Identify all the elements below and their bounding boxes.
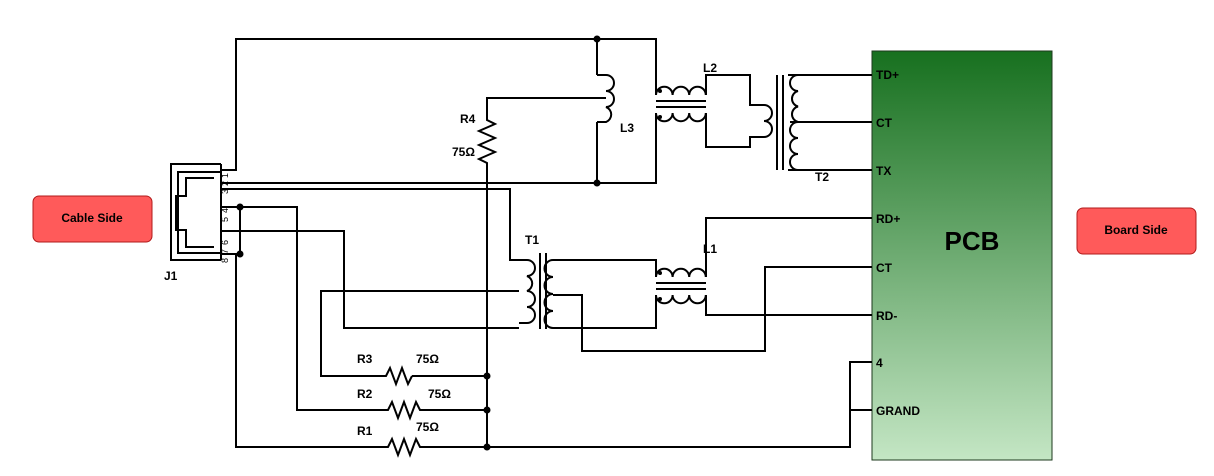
inductor-l3: L3 — [597, 74, 634, 135]
pcb-block: PCB TD+ CT TX RD+ CT RD- 4 GRAND — [871, 50, 1053, 461]
svg-text:4: 4 — [220, 208, 230, 213]
pcb-title: PCB — [945, 226, 1000, 256]
r3-label: R3 — [357, 352, 373, 366]
pcb-pin-rd-minus: RD- — [876, 309, 897, 323]
pcb-pin-rd-plus: RD+ — [876, 212, 900, 226]
pcb-pin-ct-rx: CT — [876, 261, 893, 275]
l1-label: L1 — [703, 242, 717, 256]
resistor-r1: R1 75Ω — [357, 420, 439, 458]
transformer-t1: T1 — [519, 233, 554, 329]
svg-text:1: 1 — [220, 173, 230, 178]
t2-label: T2 — [815, 170, 829, 184]
choke-l2: L2 — [655, 61, 717, 123]
r4-label: R4 — [460, 112, 476, 126]
j1-label: J1 — [164, 269, 178, 283]
svg-text:8: 8 — [220, 258, 230, 263]
svg-text:6: 6 — [220, 240, 230, 245]
r2-value: 75Ω — [428, 387, 451, 401]
r1-label: R1 — [357, 424, 373, 438]
wires — [221, 38, 872, 448]
junction-dots — [236, 35, 601, 451]
board-side-label: Board Side — [1104, 223, 1168, 237]
transformer-t2: T2 — [756, 74, 829, 184]
l2-label: L2 — [703, 61, 717, 75]
rj45-connector-j1: J1 1 2 3 4 5 6 7 8 — [164, 163, 230, 283]
resistor-r3: R3 75Ω — [357, 352, 439, 387]
pcb-pin-grand: GRAND — [876, 404, 920, 418]
svg-text:5: 5 — [220, 217, 230, 222]
pcb-pin-td-plus: TD+ — [876, 68, 899, 82]
cable-side-badge: Cable Side — [32, 195, 153, 243]
pcb-pin-tx: TX — [876, 164, 891, 178]
resistor-r2: R2 75Ω — [357, 387, 451, 421]
j1-pin-numbers: 1 2 3 4 5 6 7 8 — [220, 173, 230, 263]
cable-side-label: Cable Side — [61, 211, 123, 225]
board-side-badge: Board Side — [1076, 207, 1197, 255]
t1-label: T1 — [525, 233, 539, 247]
resistor-r4: R4 75Ω — [452, 112, 498, 166]
choke-l1: L1 — [655, 242, 717, 305]
svg-text:3: 3 — [220, 189, 230, 194]
r1-value: 75Ω — [416, 420, 439, 434]
svg-text:7: 7 — [220, 249, 230, 254]
pcb-pin-ct-tx: CT — [876, 116, 893, 130]
pcb-pin-4: 4 — [876, 356, 883, 370]
r3-value: 75Ω — [416, 352, 439, 366]
l3-label: L3 — [620, 121, 634, 135]
r2-label: R2 — [357, 387, 373, 401]
r4-value: 75Ω — [452, 145, 475, 159]
